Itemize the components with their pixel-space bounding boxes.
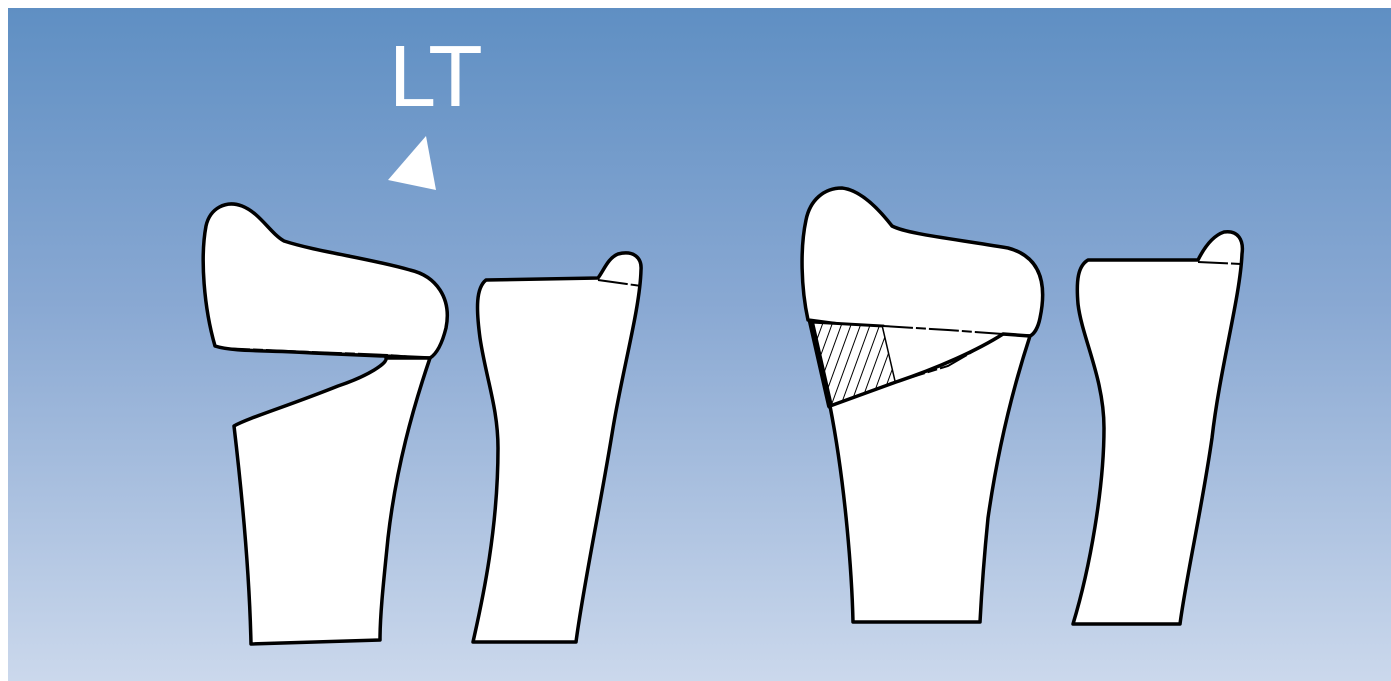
left-radius-distal-fragment [203, 204, 447, 358]
diagram-canvas: LT [8, 8, 1391, 681]
right-radius-distal-cap [802, 188, 1043, 336]
left-ulna [473, 253, 641, 642]
arrowhead-marker [388, 136, 436, 190]
wrist-bones-diagram [8, 8, 1391, 681]
left-radius-shaft [234, 358, 430, 644]
right-ulna [1073, 232, 1242, 624]
